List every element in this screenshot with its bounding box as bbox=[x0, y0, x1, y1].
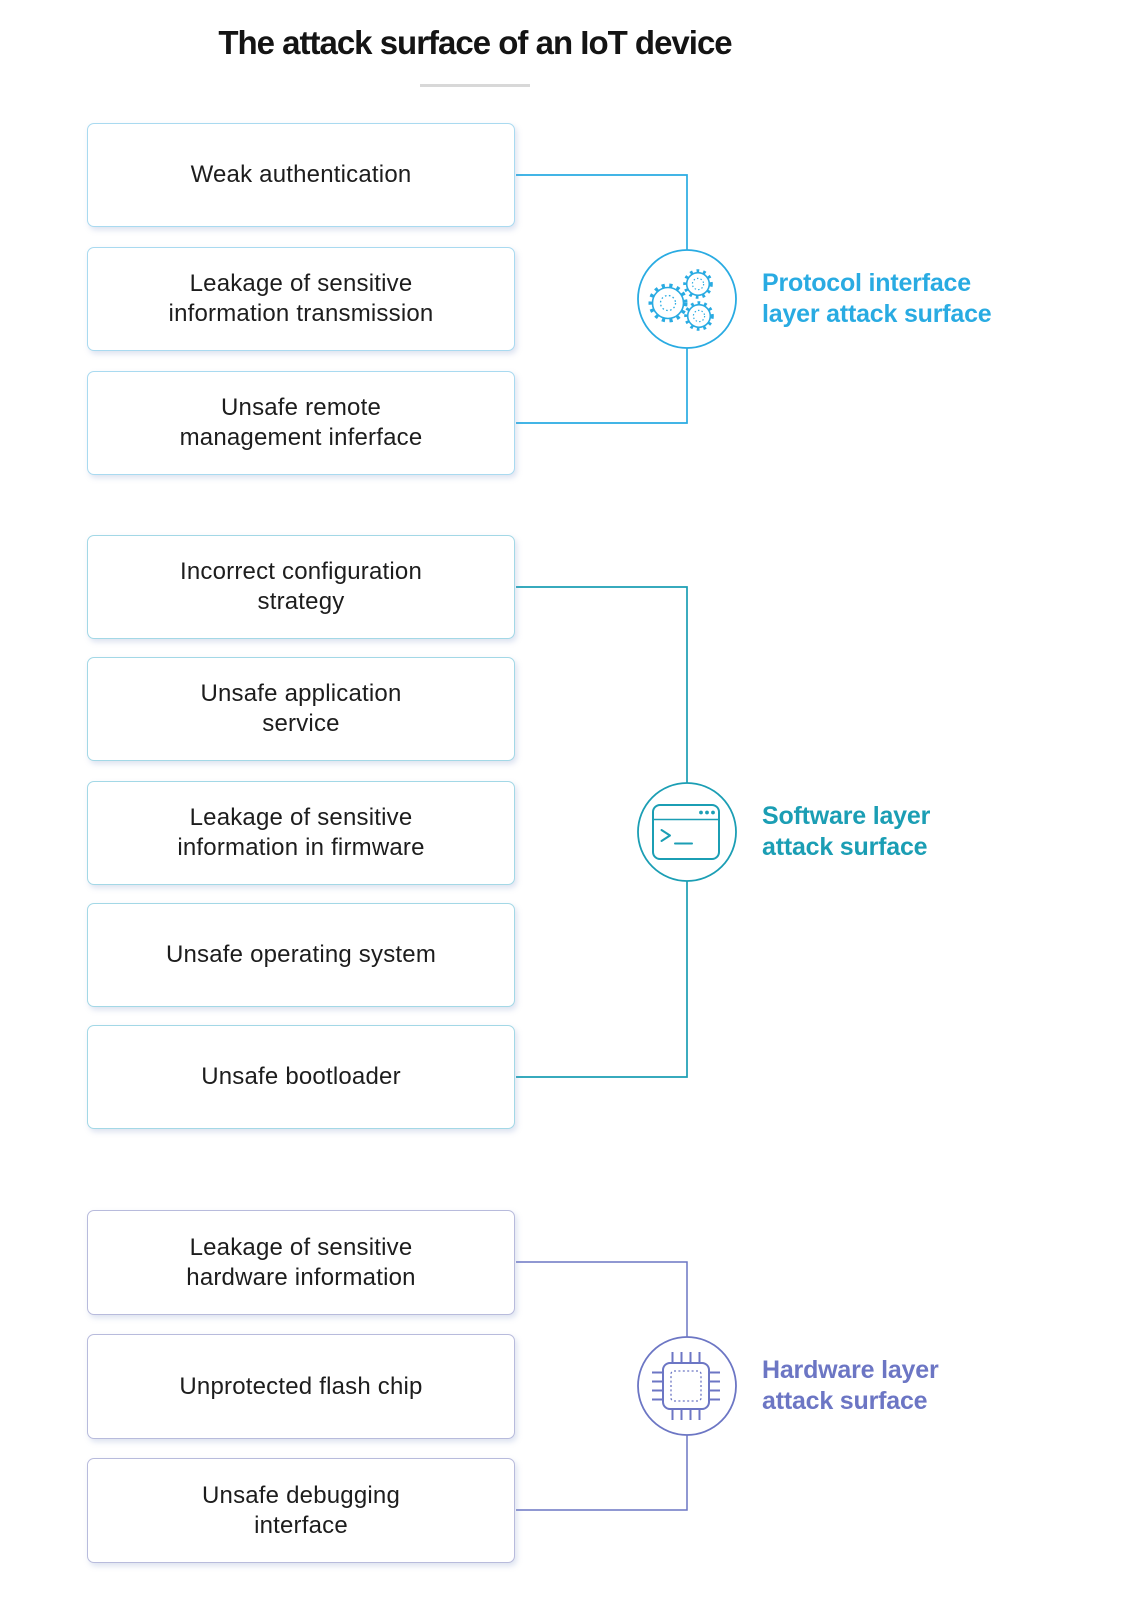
terminal-icon bbox=[652, 804, 720, 860]
hardware-layer-label: Hardware layer attack surface bbox=[762, 1356, 939, 1415]
box-label: Unsafe debugging interface bbox=[201, 1481, 401, 1539]
box-label: Unprotected flash chip bbox=[179, 1372, 423, 1400]
box-label: Leakage of sensitive information in firm… bbox=[177, 804, 425, 861]
software-icon-circle bbox=[637, 782, 737, 882]
hardware-connector-bracket bbox=[516, 1261, 688, 1511]
box-label: Unsafe application service bbox=[200, 680, 402, 737]
hardware-icon-circle bbox=[637, 1336, 737, 1436]
box-unprotected-flash-chip: Unprotected flash chip bbox=[87, 1334, 515, 1439]
box-unsafe-application-service: Unsafe application service bbox=[87, 657, 515, 761]
box-leakage-information-transmission: Leakage of sensitive information transmi… bbox=[87, 247, 515, 351]
box-unsafe-operating-system: Unsafe operating system bbox=[87, 903, 515, 1007]
box-leakage-information-firmware: Leakage of sensitive information in firm… bbox=[87, 781, 515, 885]
box-label: Weak authentication bbox=[190, 161, 412, 188]
chip-icon bbox=[652, 1352, 720, 1420]
software-connector-bracket bbox=[516, 586, 688, 1078]
box-unsafe-debugging-interface: Unsafe debugging interface bbox=[87, 1458, 515, 1563]
box-label: Leakage of sensitive hardware informatio… bbox=[186, 1233, 416, 1291]
box-label: Unsafe operating system bbox=[165, 941, 437, 968]
protocol-layer-connector-group bbox=[516, 174, 737, 424]
protocol-layer-label: Protocol interface layer attack surface bbox=[762, 269, 992, 328]
title-underline-decoration bbox=[420, 84, 530, 87]
box-label: Unsafe bootloader bbox=[201, 1063, 401, 1090]
software-layer-connector-group bbox=[516, 586, 737, 1078]
box-incorrect-configuration: Incorrect configuration strategy bbox=[87, 535, 515, 639]
box-label: Incorrect configuration strategy bbox=[179, 558, 423, 615]
protocol-icon-circle bbox=[637, 249, 737, 349]
box-label: Unsafe remote management inferface bbox=[179, 394, 423, 451]
box-unsafe-remote-management: Unsafe remote management inferface bbox=[87, 371, 515, 475]
gears-icon bbox=[648, 269, 714, 331]
box-weak-authentication: Weak authentication bbox=[87, 123, 515, 227]
software-layer-label: Software layer attack surface bbox=[762, 802, 931, 861]
box-leakage-hardware-information: Leakage of sensitive hardware informatio… bbox=[87, 1210, 515, 1315]
page-title: The attack surface of an IoT device bbox=[218, 24, 732, 61]
box-label: Leakage of sensitive information transmi… bbox=[168, 270, 434, 327]
box-unsafe-bootloader: Unsafe bootloader bbox=[87, 1025, 515, 1129]
hardware-layer-connector-group bbox=[516, 1261, 737, 1511]
protocol-connector-bracket bbox=[516, 174, 688, 424]
